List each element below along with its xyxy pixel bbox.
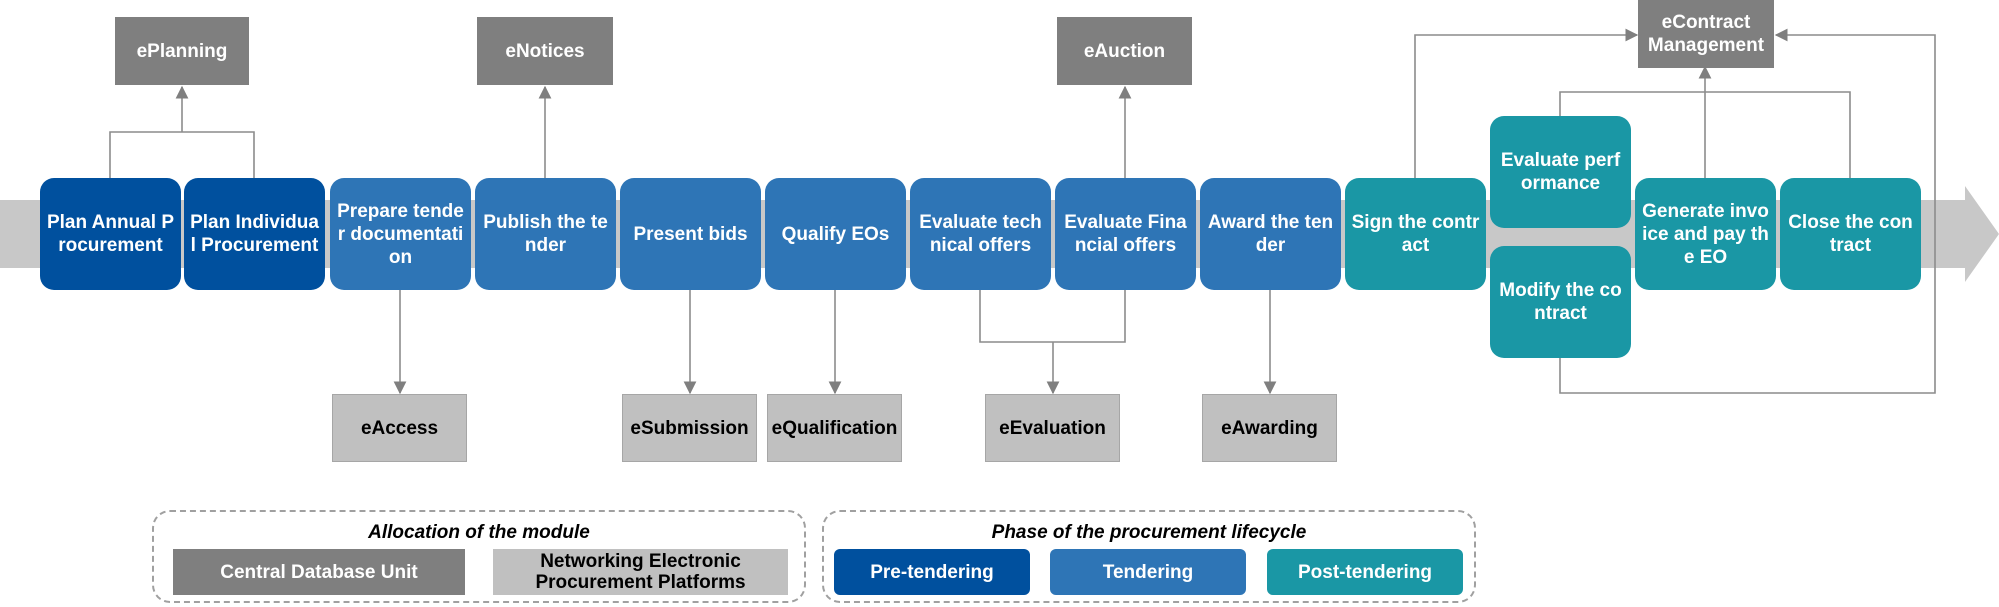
module-eplanning: ePlanning [115,17,249,85]
step-close-contract: Close the contract [1780,178,1921,290]
legend-allocation-title: Allocation of the module [368,522,590,543]
module-eevaluation: eEvaluation [985,394,1120,462]
legend-phase: Phase of the procurement lifecycle Pre-t… [822,510,1476,603]
step-present-bids: Present bids [620,178,761,290]
legend-post-tendering: Post-tendering [1267,549,1463,595]
module-eawarding: eAwarding [1202,394,1337,462]
step-evaluate-technical-offers: Evaluate technical offers [910,178,1051,290]
module-enotices: eNotices [477,17,613,85]
legend-networking-platforms: Networking Electronic Procurement Platfo… [493,549,788,595]
step-qualify-eos: Qualify EOs [765,178,906,290]
step-evaluate-financial-offers: Evaluate Financial offers [1055,178,1196,290]
step-evaluate-performance: Evaluate performance [1490,116,1631,228]
legend-central-database-unit: Central Database Unit [173,549,465,595]
step-plan-annual-procurement: Plan Annual Procurement [40,178,181,290]
legend-allocation: Allocation of the module Central Databas… [152,510,806,603]
module-eaccess: eAccess [332,394,467,462]
step-modify-contract: Modify the contract [1490,246,1631,358]
step-plan-individual-procurement: Plan Individual Procurement [184,178,325,290]
step-award-tender: Award the tender [1200,178,1341,290]
legend-tendering: Tendering [1050,549,1246,595]
step-sign-contract: Sign the contract [1345,178,1486,290]
module-eauction: eAuction [1057,17,1192,85]
module-equalification: eQualification [767,394,902,462]
step-publish-tender: Publish the tender [475,178,616,290]
step-generate-invoice: Generate invoice and pay the EO [1635,178,1776,290]
module-esubmission: eSubmission [622,394,757,462]
legend-phase-title: Phase of the procurement lifecycle [991,522,1307,543]
step-prepare-tender-documentation: Prepare tender documentation [330,178,471,290]
module-econtract-management: eContract Management [1638,0,1774,68]
legend-pre-tendering: Pre-tendering [834,549,1030,595]
